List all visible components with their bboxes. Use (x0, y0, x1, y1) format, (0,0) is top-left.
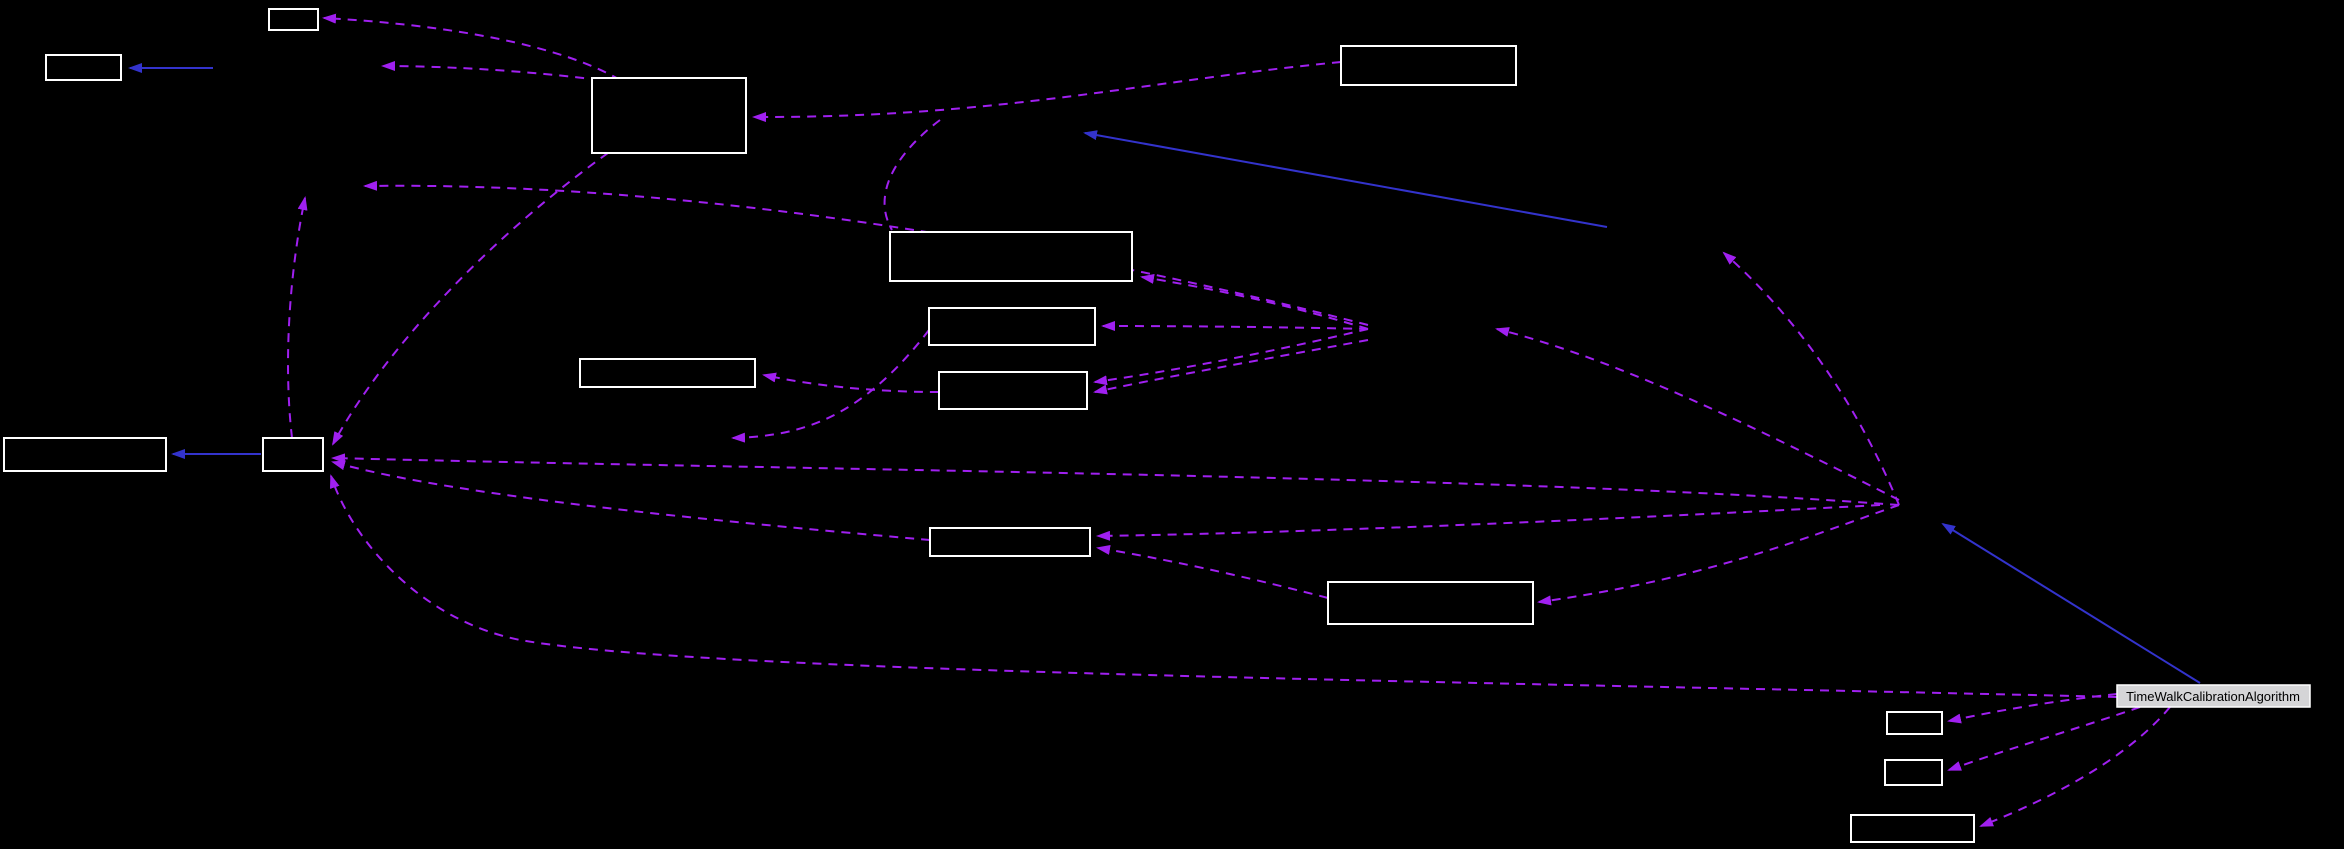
graph-node-8[interactable] (938, 371, 1088, 410)
dependency-edge (762, 372, 940, 393)
dependency-edge (1096, 544, 1329, 599)
inheritance-edge (1941, 522, 2201, 684)
dependency-edge (331, 460, 931, 541)
dependency-edge (1947, 706, 2141, 771)
dependency-edge (329, 474, 2118, 698)
dependency-edge (1093, 339, 1369, 395)
graph-node-9[interactable] (3, 437, 167, 472)
solid-edges (128, 63, 2201, 684)
graph-node-10[interactable] (262, 437, 324, 472)
graph-node-3[interactable] (591, 77, 747, 154)
dependency-edge (883, 119, 941, 231)
highlighted-node-box[interactable] (2116, 684, 2311, 708)
graph-node-timewalkcalibrationalgorithm[interactable]: TimeWalkCalibrationAlgorithm (2116, 684, 2311, 708)
graph-node-12[interactable] (1327, 581, 1534, 625)
graph-node-2[interactable] (45, 54, 122, 81)
dependency-edge (752, 61, 1342, 123)
dependency-edge (287, 196, 308, 439)
dependency-edge (381, 61, 601, 81)
dependency-edge (731, 329, 930, 443)
graph-node-4[interactable] (1340, 45, 1517, 86)
dependency-edge (1495, 327, 1900, 501)
graph-node-14[interactable] (1886, 711, 1943, 735)
dependency-edge (322, 13, 621, 81)
dependency-edge (1947, 693, 2118, 724)
graph-node-6[interactable] (928, 307, 1096, 346)
graph-node-7[interactable] (579, 358, 756, 388)
dependency-edge (1537, 504, 1900, 606)
graph-node-1[interactable] (268, 8, 319, 31)
graph-node-5[interactable] (889, 231, 1133, 282)
dependency-edge (363, 180, 1369, 326)
dependency-edge (331, 453, 1900, 506)
dependency-edge (1140, 273, 1369, 330)
graph-node-16[interactable] (1850, 814, 1975, 843)
dashed-edges (287, 13, 2171, 827)
graph-nodes: TimeWalkCalibrationAlgorithm (3, 8, 2311, 843)
dependency-edge (1093, 328, 1369, 386)
dependency-edge (332, 152, 609, 446)
dependency-edge (1101, 321, 1369, 332)
node-label: TimeWalkCalibrationAlgorithm (2126, 689, 2300, 704)
dependency-edge (1979, 706, 2171, 827)
graph-node-11[interactable] (929, 527, 1091, 557)
graph-node-15[interactable] (1884, 759, 1943, 786)
dependency-edge (1722, 251, 1900, 506)
dependency-edge (1096, 504, 1881, 541)
inheritance-edge (1083, 130, 1608, 228)
